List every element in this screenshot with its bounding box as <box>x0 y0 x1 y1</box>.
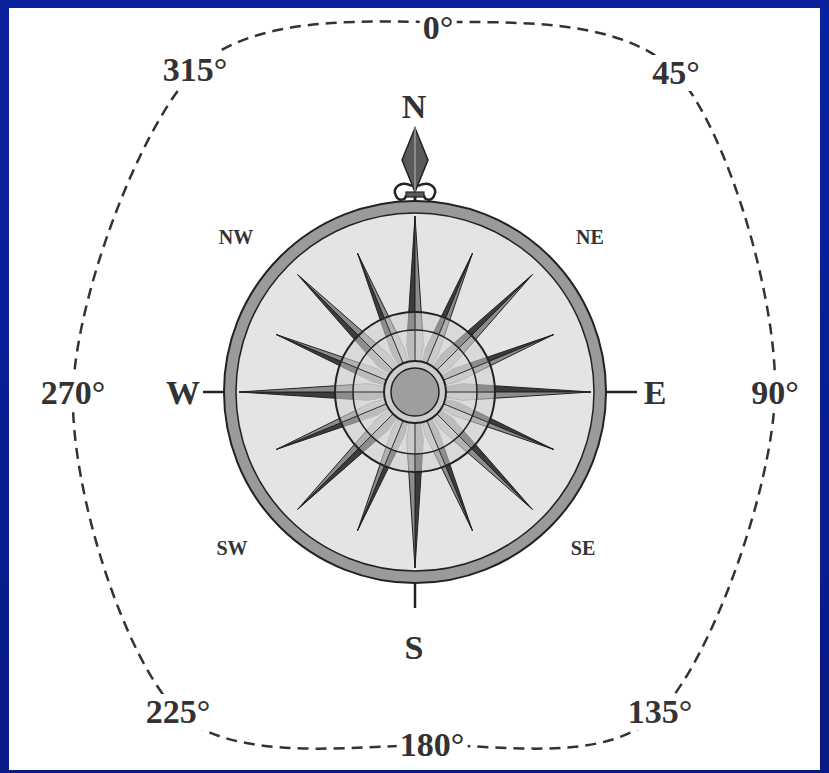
radial-line <box>415 312 416 362</box>
north-pointer <box>415 128 416 192</box>
radial-line <box>443 361 489 380</box>
axis-line <box>414 197 417 201</box>
hub-ring <box>384 361 446 423</box>
direction-label: 225° <box>143 694 214 730</box>
radial-line <box>384 420 403 466</box>
intercardinal-label: NE <box>573 226 607 248</box>
direction-label: 135° <box>625 694 696 730</box>
direction-label: 315° <box>160 52 231 88</box>
radial-line <box>341 403 387 422</box>
direction-label: N <box>399 89 430 125</box>
compass-rose <box>193 128 637 608</box>
intercardinal-label: SE <box>568 537 598 559</box>
direction-label: 45° <box>649 55 703 91</box>
radial-line <box>415 422 416 472</box>
inner-ring <box>335 312 495 472</box>
radial-line <box>358 335 393 370</box>
radial-line <box>436 335 471 370</box>
fleur-band <box>406 192 424 197</box>
intercardinal-label: NW <box>216 226 256 248</box>
radial-line <box>384 318 403 364</box>
direction-label: 270° <box>38 375 109 411</box>
rose-face <box>236 213 594 571</box>
radial-line <box>436 413 471 448</box>
direction-label: 0° <box>420 10 457 46</box>
radial-line <box>426 318 445 364</box>
radial-line <box>335 392 385 393</box>
direction-label: 180° <box>397 727 468 763</box>
hub-disc <box>391 368 439 416</box>
radial-line <box>443 403 489 422</box>
north-pointer <box>402 128 428 192</box>
dashed-circle <box>73 21 775 748</box>
radial-line <box>426 420 445 466</box>
outer-ring <box>224 201 606 583</box>
direction-label: S <box>402 630 427 666</box>
direction-label: E <box>641 375 670 411</box>
radial-line <box>358 413 393 448</box>
radial-line <box>341 361 387 380</box>
direction-label: W <box>163 375 203 411</box>
radial-line <box>445 392 495 393</box>
intercardinal-label: SW <box>213 537 250 559</box>
degree-circle <box>73 21 775 748</box>
direction-label: 90° <box>748 375 802 411</box>
